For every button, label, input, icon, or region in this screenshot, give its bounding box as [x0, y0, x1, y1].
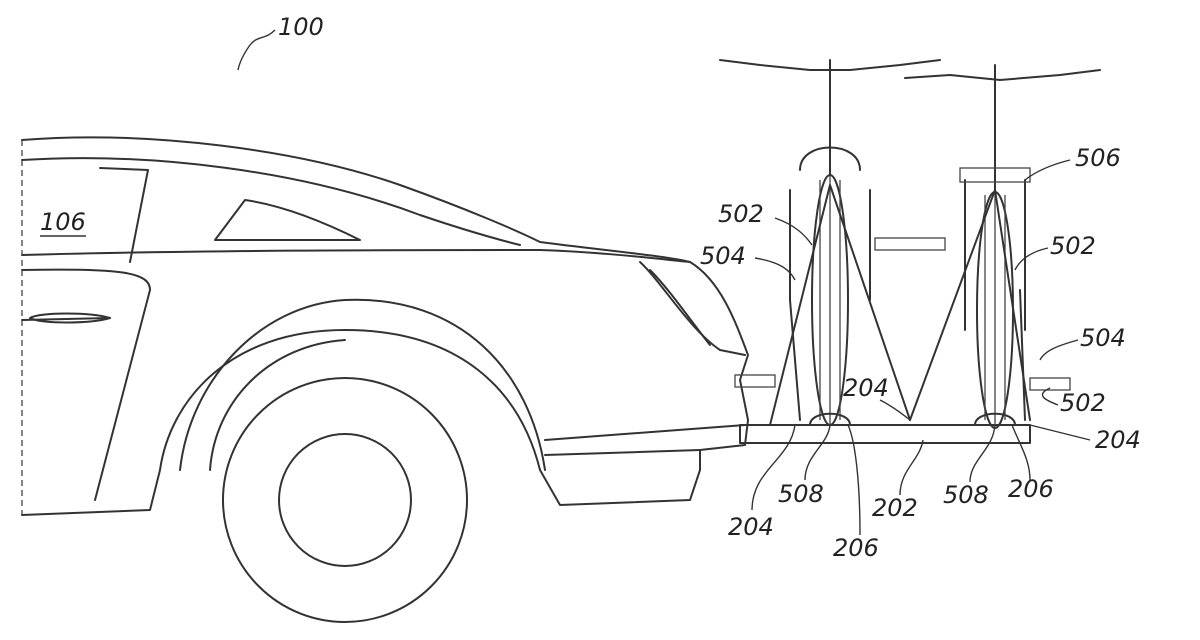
platform-202: [739, 424, 1031, 444]
label-206-right: 206: [1008, 475, 1054, 503]
label-502-upper-right: 502: [1050, 232, 1096, 260]
label-506: 506: [1075, 144, 1121, 172]
vehicle: [21, 136, 749, 623]
label-204-left: 204: [728, 513, 774, 541]
label-504-left: 504: [700, 242, 746, 270]
bicycle-left: [719, 59, 946, 426]
bicycle-right: [904, 64, 1101, 429]
reference-labels: 100 106 502 504 506 502 504 502 204 204 …: [40, 13, 1141, 562]
label-502-upper-left: 502: [718, 200, 764, 228]
label-204-mid: 204: [843, 374, 889, 402]
label-202: 202: [872, 494, 918, 522]
wheel-rim: [278, 433, 412, 567]
label-204-right: 204: [1095, 426, 1141, 454]
label-504-right: 504: [1080, 324, 1126, 352]
leader-lines: [237, 29, 1091, 536]
label-502-lower-right: 502: [1060, 389, 1106, 417]
label-508-left: 508: [778, 480, 824, 508]
label-206-left: 206: [833, 534, 879, 562]
label-106: 106: [40, 208, 86, 236]
label-508-right: 508: [943, 481, 989, 509]
label-100: 100: [278, 13, 324, 41]
rear-tire: [222, 377, 468, 623]
